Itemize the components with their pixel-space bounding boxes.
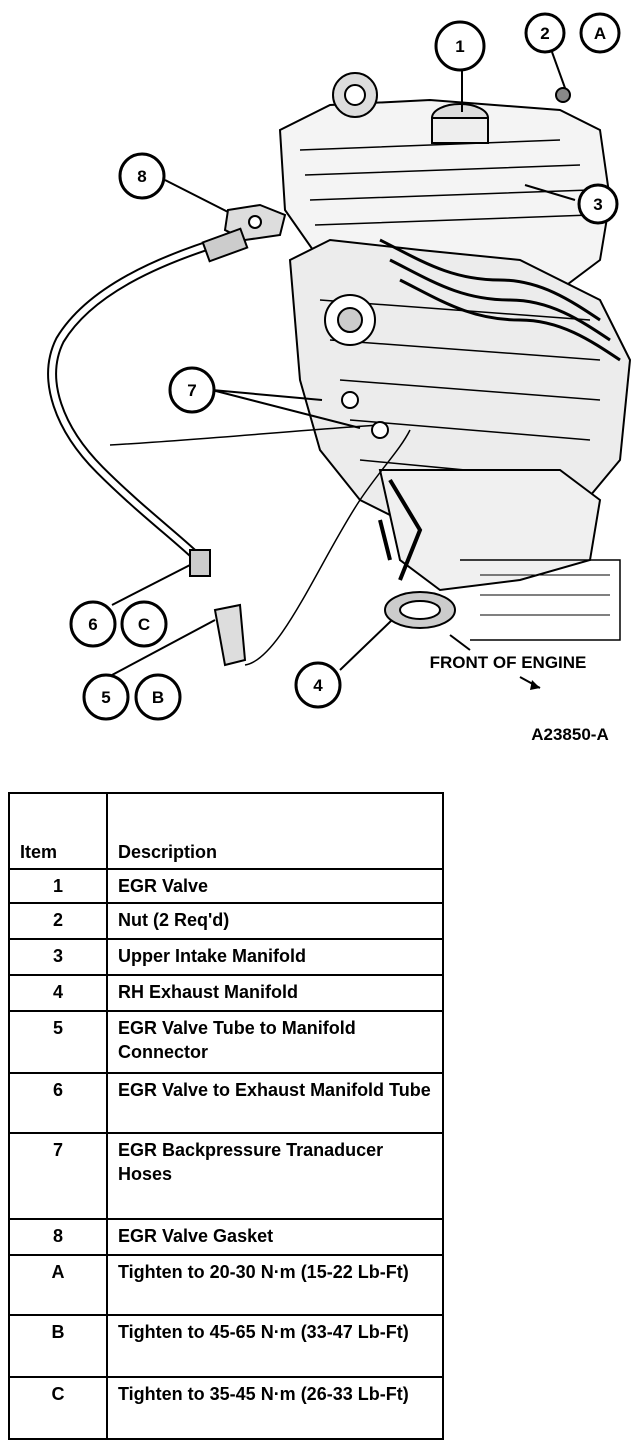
row-description: RH Exhaust Manifold	[106, 974, 444, 1012]
row-item: 1	[8, 868, 108, 904]
svg-text:1: 1	[455, 37, 464, 56]
row-item: 4	[8, 974, 108, 1012]
table-row: 5 EGR Valve Tube to Manifold Connector	[8, 1010, 444, 1074]
callout-2: 2	[524, 12, 566, 54]
row-description: EGR Valve Tube to Manifold Connector	[106, 1010, 444, 1074]
engine-diagram: 1 2 A 3 8 7 6 C 5 B 4 FRONT OF ENGINE	[47, 12, 632, 744]
row-description: EGR Valve Gasket	[106, 1218, 444, 1256]
table-row: C Tighten to 35-45 N·m (26-33 Lb-Ft)	[8, 1376, 444, 1440]
svg-text:4: 4	[313, 676, 323, 695]
svg-text:5: 5	[101, 688, 110, 707]
leader-lines	[111, 51, 576, 689]
callout-a: A	[579, 12, 621, 54]
callout-6: 6	[69, 600, 117, 648]
table-row: 4 RH Exhaust Manifold	[8, 974, 444, 1012]
row-item: 5	[8, 1010, 108, 1074]
callout-1: 1	[434, 20, 486, 72]
svg-text:2: 2	[540, 24, 549, 43]
svg-text:C: C	[138, 615, 150, 634]
table-row: 1 EGR Valve	[8, 868, 444, 904]
row-description: Nut (2 Req'd)	[106, 902, 444, 940]
svg-text:7: 7	[187, 381, 196, 400]
table-row: A Tighten to 20-30 N·m (15-22 Lb-Ft)	[8, 1254, 444, 1316]
callout-5: 5	[82, 673, 130, 721]
row-description: Upper Intake Manifold	[106, 938, 444, 976]
table-row: 3 Upper Intake Manifold	[8, 938, 444, 976]
row-item: A	[8, 1254, 108, 1316]
row-description: Tighten to 20-30 N·m (15-22 Lb-Ft)	[106, 1254, 444, 1316]
svg-text:3: 3	[593, 195, 602, 214]
header-item: Item	[8, 792, 108, 870]
callout-c: C	[120, 600, 168, 648]
row-description: EGR Backpressure Tranaducer Hoses	[106, 1132, 444, 1220]
callout-8: 8	[118, 152, 166, 200]
callout-b: B	[134, 673, 182, 721]
row-item: C	[8, 1376, 108, 1440]
table-row: 8 EGR Valve Gasket	[8, 1218, 444, 1256]
row-description: Tighten to 35-45 N·m (26-33 Lb-Ft)	[106, 1376, 444, 1440]
row-item: 7	[8, 1132, 108, 1220]
parts-table: Item Description 1 EGR Valve 2 Nut (2 Re…	[8, 792, 444, 1440]
svg-text:B: B	[152, 688, 164, 707]
row-item: 2	[8, 902, 108, 940]
engine-illustration	[47, 72, 632, 667]
figure-id: A23850-A	[531, 725, 609, 744]
table-row: 6 EGR Valve to Exhaust Manifold Tube	[8, 1072, 444, 1134]
table-row: B Tighten to 45-65 N·m (33-47 Lb-Ft)	[8, 1314, 444, 1378]
svg-text:A: A	[594, 24, 606, 43]
row-description: Tighten to 45-65 N·m (33-47 Lb-Ft)	[106, 1314, 444, 1378]
row-item: 6	[8, 1072, 108, 1134]
row-description: EGR Valve	[106, 868, 444, 904]
callout-4: 4	[294, 661, 342, 709]
row-item: 8	[8, 1218, 108, 1256]
table-row: 7 EGR Backpressure Tranaducer Hoses	[8, 1132, 444, 1220]
callout-3: 3	[577, 183, 619, 225]
front-arrow-icon	[530, 680, 540, 690]
table-row: 2 Nut (2 Req'd)	[8, 902, 444, 940]
row-item: B	[8, 1314, 108, 1378]
svg-text:8: 8	[137, 167, 146, 186]
front-of-engine-label: FRONT OF ENGINE	[430, 653, 587, 672]
row-item: 3	[8, 938, 108, 976]
header-description: Description	[106, 792, 444, 870]
callout-7: 7	[168, 366, 216, 414]
table-header-row: Item Description	[8, 792, 444, 870]
svg-text:6: 6	[88, 615, 97, 634]
row-description: EGR Valve to Exhaust Manifold Tube	[106, 1072, 444, 1134]
